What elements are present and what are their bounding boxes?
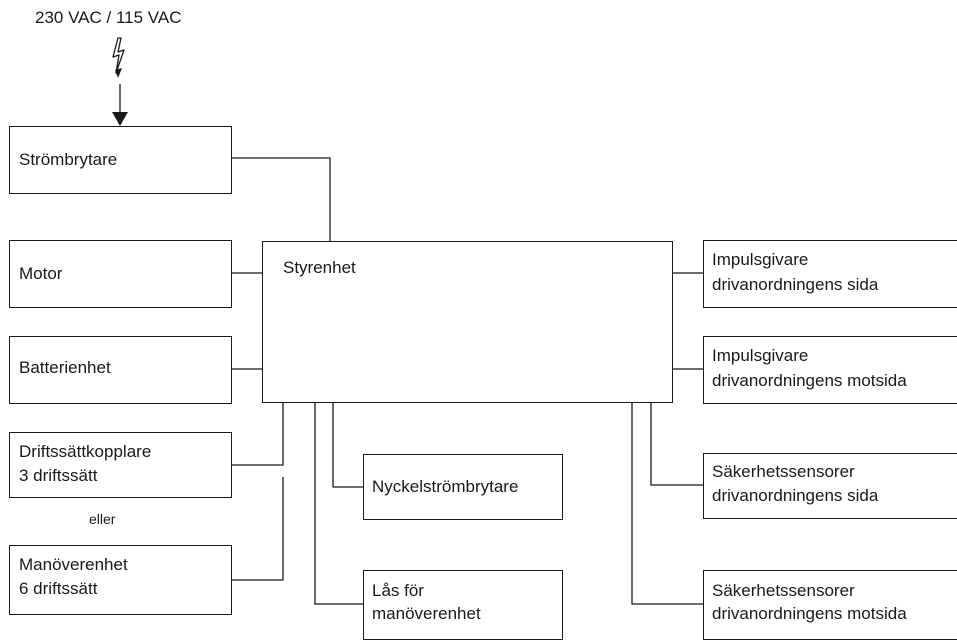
impulse-drive-label-2: drivanordningens sida (712, 275, 879, 294)
mode-switch-label-1: Driftssättkopplare (19, 442, 152, 461)
impulse-drive-label-1: Impulsgivare (712, 250, 809, 269)
control-unit-box (262, 241, 673, 403)
power-switch-box (9, 126, 232, 194)
arrow-down-icon (112, 112, 128, 126)
battery-label: Batterienhet (19, 358, 111, 377)
safety-drive-box (703, 453, 957, 519)
connection-lines (112, 37, 703, 605)
mode-switch-box (9, 432, 232, 498)
lightning-tip (115, 68, 122, 78)
control-panel-label-1: Manöverenhet (19, 555, 128, 574)
safety-drive-label-1: Säkerhetssensorer (712, 462, 855, 481)
lightning-icon (112, 37, 125, 74)
control-unit-label: Styrenhet (283, 258, 356, 277)
lock-label-2: manöverenhet (372, 604, 481, 623)
supply-label: 230 VAC / 115 VAC (35, 8, 182, 27)
safety-opposite-connector (631, 403, 703, 605)
safety-opposite-label-2: drivanordningens motsida (712, 604, 907, 623)
lock-connector (314, 403, 363, 605)
motor-label: Motor (19, 264, 63, 283)
safety-drive-connector (650, 403, 703, 486)
lock-label-1: Lås för (372, 581, 424, 600)
safety-drive-label-2: drivanordningens sida (712, 486, 879, 505)
mode-switch-label-2: 3 driftssätt (19, 466, 98, 485)
impulse-opposite-label-2: drivanordningens motsida (712, 371, 907, 390)
impulse-opposite-label-1: Impulsgivare (712, 346, 809, 365)
power-switch-label: Strömbrytare (19, 150, 118, 169)
control-panel-connector (232, 477, 284, 581)
or-label: eller (89, 511, 116, 527)
motor-box (9, 240, 232, 308)
key-switch-label: Nyckelströmbrytare (372, 477, 519, 496)
mode-switch-connector (232, 403, 284, 466)
battery-box (9, 336, 232, 404)
power-switch-connector (232, 157, 331, 241)
safety-opposite-label-1: Säkerhetssensorer (712, 581, 855, 600)
key-switch-box (363, 454, 563, 520)
control-panel-label-2: 6 driftssätt (19, 579, 98, 598)
impulse-opposite-box (703, 336, 957, 404)
key-switch-connector (332, 403, 363, 488)
impulse-drive-box (703, 240, 957, 308)
